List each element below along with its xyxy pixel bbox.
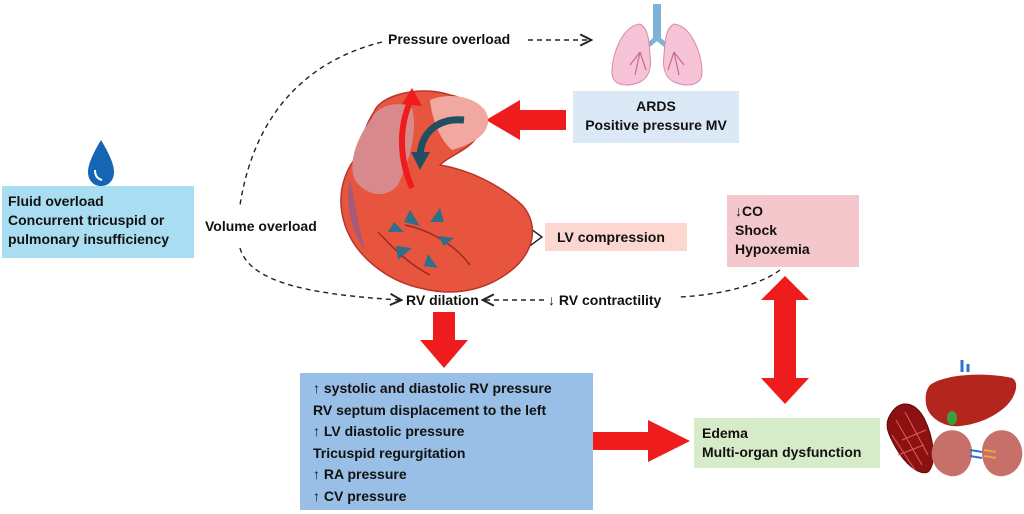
co-line: Shock <box>735 222 778 238</box>
rv-dilation-label: RV dilation <box>406 292 479 308</box>
rv-effect-line: ↑ RA pressure <box>313 466 407 482</box>
lv-compression-box: LV compression <box>545 223 687 251</box>
red-arrow-lungs-to-heart <box>486 100 566 140</box>
edema-line: Multi-organ dysfunction <box>702 444 862 460</box>
rv-effect-line: ↑ CV pressure <box>313 487 407 504</box>
rv-contractility-label: ↓ RV contractility <box>548 292 662 308</box>
red-arrow-dilation-to-effects <box>420 312 468 368</box>
pressure-overload-curve <box>239 41 383 206</box>
rv-effects-box: ↑ systolic and diastolic RV pressure RV … <box>300 373 593 510</box>
water-drop-icon <box>88 140 114 186</box>
edema-line: Edema <box>702 425 748 441</box>
fluid-line: Fluid overload <box>8 193 104 209</box>
volume-overload-label: Volume overload <box>205 218 317 234</box>
pressure-overload-label: Pressure overload <box>388 31 511 47</box>
heart-icon <box>340 88 534 293</box>
fluid-line: Concurrent tricuspid or <box>8 212 165 228</box>
ards-line: ARDS <box>636 98 676 114</box>
co-shock-box: ↓CO Shock Hypoxemia <box>727 195 859 267</box>
fluid-overload-box: Fluid overload Concurrent tricuspid or p… <box>2 186 194 258</box>
edema-box: Edema Multi-organ dysfunction <box>694 418 880 468</box>
co-line: Hypoxemia <box>735 241 810 257</box>
fluid-line: pulmonary insufficiency <box>8 231 170 247</box>
lungs-icon <box>611 4 703 86</box>
rv-effect-line: RV septum displacement to the left <box>313 401 547 418</box>
ards-box: ARDS Positive pressure MV <box>573 91 739 143</box>
rv-effect-line: ↑ LV diastolic pressure <box>313 423 465 439</box>
muscle-icon <box>886 403 934 474</box>
liver-icon <box>925 360 1017 427</box>
lv-compression-text: LV compression <box>557 229 665 245</box>
red-arrow-effects-to-edema <box>592 420 690 462</box>
rv-effect-line: Tricuspid regurgitation <box>313 444 466 461</box>
rv-effect-line: ↑ systolic and diastolic RV pressure <box>313 380 552 396</box>
kidney-icon <box>931 430 1023 477</box>
co-line: ↓CO <box>735 203 763 219</box>
ards-line: Positive pressure MV <box>585 117 727 133</box>
co-to-contractility-connector <box>679 269 781 298</box>
volume-overload-curve <box>239 247 400 300</box>
red-double-arrow-co-edema <box>761 276 809 404</box>
